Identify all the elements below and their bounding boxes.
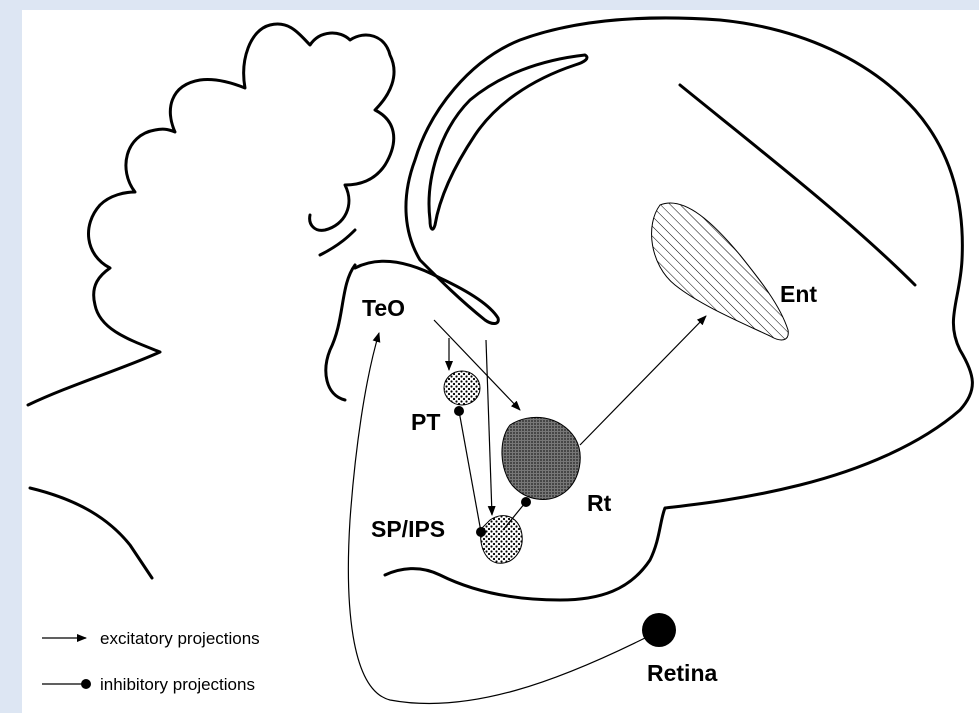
retina-label: Retina [647,660,718,686]
teo-label: TeO [362,295,405,321]
sp-ips-region [481,516,523,564]
legend: excitatory projections inhibitory projec… [42,629,260,694]
rt-region [502,417,580,499]
excitatory-legend-text: excitatory projections [100,629,260,648]
pt-region [444,371,480,405]
pt-inhibitory-terminal [454,406,464,416]
inhibitory-legend-dot [81,679,91,689]
rt-to-ent-projection [580,316,706,445]
sp-ips-inhibitory-terminal [476,527,486,537]
cerebellum-outline [28,24,394,405]
pt-to-sp-ips-inhibition [459,411,481,532]
brainstem-outline [326,265,355,400]
rt-label: Rt [587,490,612,516]
rt-inhibitory-terminal [521,497,531,507]
pt-label: PT [411,409,440,435]
cerebellum-lobe-inner [320,230,355,255]
tectum-curve [355,18,972,600]
ent-region [652,203,789,340]
inhibitory-legend-text: inhibitory projections [100,675,255,694]
retina-dot [642,613,676,647]
cerebellum-lower [30,488,152,578]
teo-to-sp-ips-projection [486,340,492,515]
ent-label: Ent [780,281,817,307]
lateral-ventricle [429,55,587,229]
sp-ips-label: SP/IPS [371,516,445,542]
